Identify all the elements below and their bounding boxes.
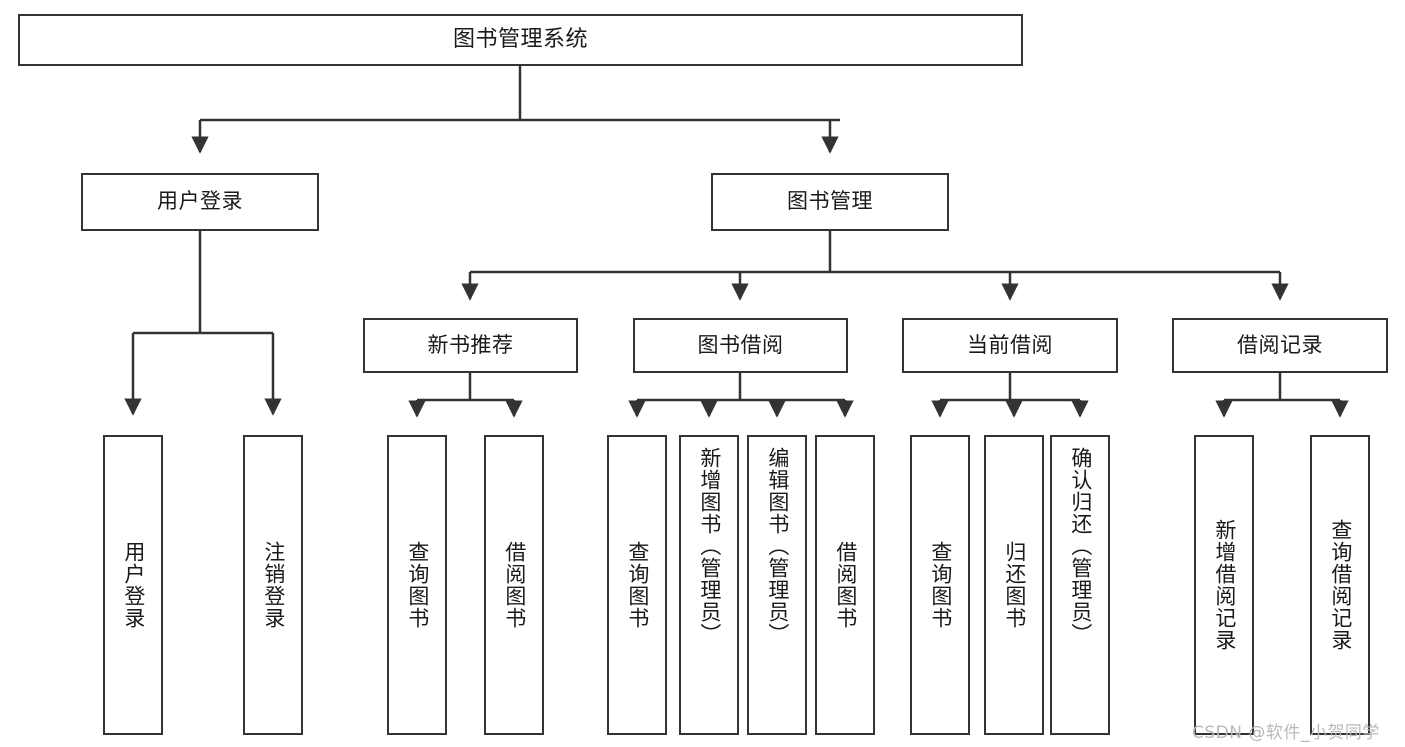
- edge-current-borrow-to-leaves: [931, 373, 1089, 418]
- node-leaf-borrow-book-2-label: 借阅图书: [833, 541, 858, 629]
- node-leaf-add-record-label: 新增借阅记录: [1212, 519, 1237, 651]
- node-borrow-record-label: 借阅记录: [1237, 332, 1323, 357]
- edge-root-to-level2: [191, 66, 840, 154]
- node-leaf-logout-label: 注销登录: [261, 541, 286, 629]
- node-leaf-query-book-2-label: 查询图书: [625, 541, 650, 629]
- edge-user-login-to-leaves: [124, 231, 282, 416]
- node-leaf-borrow-book-1[interactable]: 借阅图书: [484, 435, 544, 735]
- node-leaf-query-record-label: 查询借阅记录: [1328, 519, 1353, 651]
- node-leaf-user-login-label: 用户登录: [121, 541, 146, 629]
- node-leaf-add-record[interactable]: 新增借阅记录: [1194, 435, 1254, 735]
- node-leaf-return-book[interactable]: 归还图书: [984, 435, 1044, 735]
- node-leaf-borrow-book-1-label: 借阅图书: [502, 541, 527, 629]
- node-book-manage-label: 图书管理: [787, 189, 873, 214]
- node-root[interactable]: 图书管理系统: [18, 14, 1023, 66]
- node-leaf-user-login[interactable]: 用户登录: [103, 435, 163, 735]
- node-current-borrow[interactable]: 当前借阅: [902, 318, 1118, 373]
- node-user-login-label: 用户登录: [157, 189, 243, 214]
- node-root-label: 图书管理系统: [452, 26, 588, 52]
- node-book-borrow-label: 图书借阅: [697, 332, 784, 357]
- node-user-login[interactable]: 用户登录: [81, 173, 319, 231]
- node-leaf-edit-book-label: 编辑图书（管理员）: [765, 447, 790, 645]
- node-new-book-rec[interactable]: 新书推荐: [363, 318, 578, 373]
- node-leaf-query-book-1[interactable]: 查询图书: [387, 435, 447, 735]
- node-current-borrow-label: 当前借阅: [967, 332, 1053, 357]
- node-leaf-add-book[interactable]: 新增图书（管理员）: [679, 435, 739, 735]
- node-leaf-add-book-label: 新增图书（管理员）: [697, 447, 722, 645]
- node-leaf-query-book-1-label: 查询图书: [405, 541, 430, 629]
- node-leaf-query-book-2[interactable]: 查询图书: [607, 435, 667, 735]
- node-leaf-borrow-book-2[interactable]: 借阅图书: [815, 435, 875, 735]
- node-book-manage[interactable]: 图书管理: [711, 173, 949, 231]
- node-leaf-query-record[interactable]: 查询借阅记录: [1310, 435, 1370, 735]
- edge-book-manage-to-level3: [461, 231, 1289, 301]
- node-leaf-edit-book[interactable]: 编辑图书（管理员）: [747, 435, 807, 735]
- node-leaf-query-book-3[interactable]: 查询图书: [910, 435, 970, 735]
- node-leaf-logout[interactable]: 注销登录: [243, 435, 303, 735]
- node-leaf-confirm-return-label: 确认归还（管理员）: [1068, 447, 1093, 645]
- edge-new-book-rec-to-leaves: [408, 373, 523, 418]
- edge-borrow-record-to-leaves: [1215, 373, 1349, 418]
- node-leaf-confirm-return[interactable]: 确认归还（管理员）: [1050, 435, 1110, 735]
- node-new-book-rec-label: 新书推荐: [427, 332, 514, 357]
- node-borrow-record[interactable]: 借阅记录: [1172, 318, 1388, 373]
- node-leaf-return-book-label: 归还图书: [1002, 541, 1027, 629]
- node-leaf-query-book-3-label: 查询图书: [928, 541, 953, 629]
- node-book-borrow[interactable]: 图书借阅: [633, 318, 848, 373]
- edge-book-borrow-to-leaves: [628, 373, 854, 418]
- csdn-watermark: CSDN @软件_小贺同学: [1192, 723, 1380, 743]
